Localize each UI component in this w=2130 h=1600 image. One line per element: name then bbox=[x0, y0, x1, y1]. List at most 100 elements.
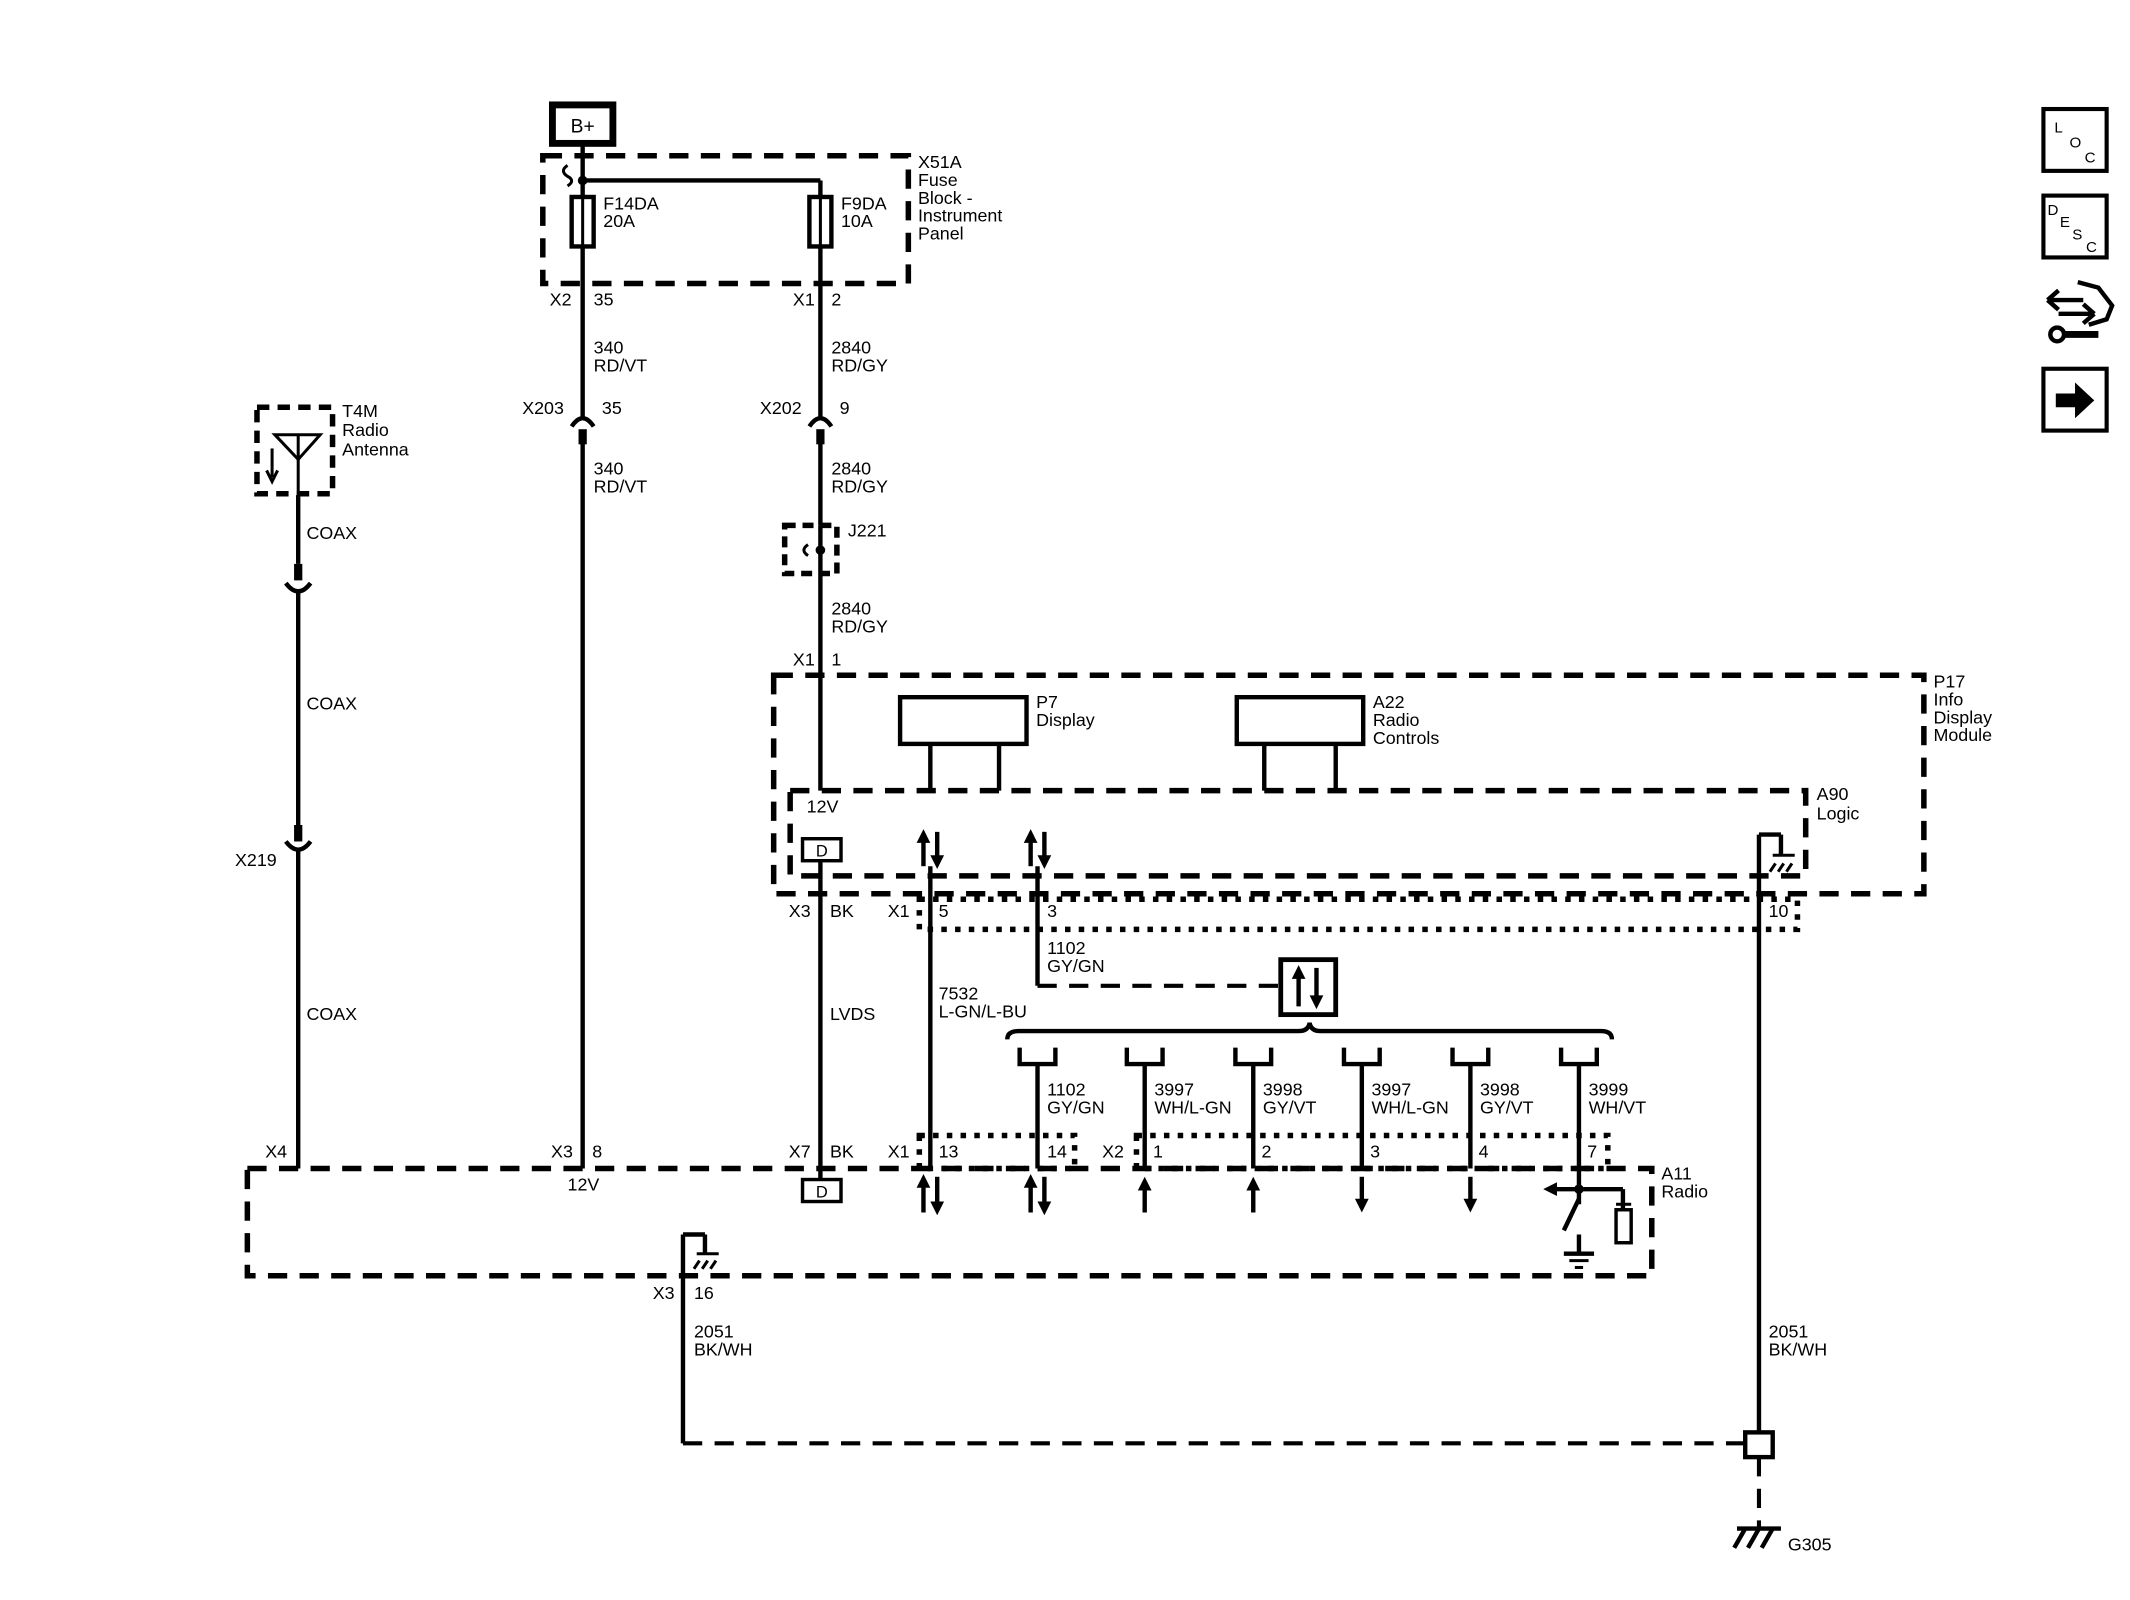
connector-x3-label: X3 bbox=[789, 901, 811, 921]
connector-x2-label: X2 bbox=[1102, 1142, 1124, 1162]
svg-text:35: 35 bbox=[602, 398, 622, 418]
output-arrow-icon bbox=[1463, 1176, 1478, 1213]
info-display-module-label: P17 Info Display Module bbox=[1933, 672, 1992, 746]
svg-text:Radio: Radio bbox=[1373, 710, 1420, 730]
wire-label-1102: 1102 GY/GN bbox=[1047, 938, 1105, 976]
svg-text:L-GN/L-BU: L-GN/L-BU bbox=[939, 1001, 1027, 1021]
svg-text:A90: A90 bbox=[1817, 784, 1849, 804]
pin-label: 16 bbox=[694, 1283, 714, 1303]
svg-text:Module: Module bbox=[1933, 725, 1992, 745]
lvds-label: LVDS bbox=[830, 1004, 875, 1024]
logic-a90-boundary bbox=[787, 787, 1809, 879]
wire-circuit-label: 3999 bbox=[1589, 1080, 1629, 1100]
svg-text:7532: 7532 bbox=[939, 984, 979, 1004]
svg-text:Radio: Radio bbox=[342, 420, 389, 440]
connector-x1-label: X1 bbox=[888, 901, 910, 921]
lvds-port-symbol: D bbox=[800, 1168, 843, 1204]
connector-x2-outline bbox=[1133, 1132, 1611, 1172]
svg-text:X203: X203 bbox=[522, 398, 564, 418]
svg-text:C: C bbox=[2085, 150, 2096, 167]
pin-label: 3 bbox=[1370, 1142, 1380, 1162]
wire-label-2840: 2840 RD/GY bbox=[831, 599, 888, 637]
data-bus-icon bbox=[1278, 957, 1339, 1018]
svg-text:20A: 20A bbox=[603, 211, 635, 231]
wire-circuit-label: 3998 bbox=[1263, 1080, 1303, 1100]
svg-text:F14DA: F14DA bbox=[603, 193, 659, 213]
info-display-module-boundary bbox=[770, 672, 1927, 897]
svg-text:S: S bbox=[2072, 227, 2082, 244]
svg-text:9: 9 bbox=[840, 398, 850, 418]
svg-text:Display: Display bbox=[1036, 710, 1095, 730]
input-arrow-icon bbox=[1246, 1176, 1261, 1213]
pin-label: 2 bbox=[831, 290, 841, 310]
svg-text:B+: B+ bbox=[571, 116, 595, 137]
svg-text:J221: J221 bbox=[848, 520, 887, 540]
fuse-block-label: X51A Fuse Block - Instrument Panel bbox=[918, 152, 1002, 243]
pin-label: 8 bbox=[592, 1142, 602, 1162]
svg-text:P17: P17 bbox=[1933, 672, 1965, 692]
input-arrow-icon bbox=[1137, 1176, 1152, 1213]
connector-x219-label: X219 bbox=[235, 850, 277, 870]
svg-text:D: D bbox=[2048, 202, 2059, 219]
svg-text:2840: 2840 bbox=[831, 459, 871, 479]
svg-text:Info: Info bbox=[1933, 689, 1963, 709]
wire-circuit-label: 3998 bbox=[1480, 1080, 1520, 1100]
lvds-port-symbol: D bbox=[800, 837, 843, 880]
svg-text:T4M: T4M bbox=[342, 401, 378, 421]
radio-antenna: T4M Radio Antenna bbox=[254, 401, 409, 497]
svg-text:BK/WH: BK/WH bbox=[694, 1339, 753, 1359]
pin-label: 2 bbox=[1262, 1142, 1272, 1162]
svg-text:BK/WH: BK/WH bbox=[1769, 1339, 1828, 1359]
loc-icon[interactable]: L O C bbox=[2041, 106, 2109, 173]
svg-text:GY/GN: GY/GN bbox=[1047, 956, 1105, 976]
logic-ground-symbol bbox=[1758, 832, 1795, 873]
pin-label: 5 bbox=[939, 901, 949, 921]
pin-label: 1 bbox=[831, 650, 841, 670]
svg-text:L: L bbox=[2054, 119, 2062, 136]
wire-color-label: WH/VT bbox=[1589, 1098, 1647, 1118]
desc-icon[interactable]: D E S C bbox=[2041, 193, 2109, 260]
coax-label: COAX bbox=[306, 694, 357, 714]
svg-text:D: D bbox=[816, 1183, 828, 1201]
ground-splice bbox=[1743, 1430, 1775, 1460]
radio-voltage-label: 12V bbox=[568, 1175, 600, 1195]
wire-circuit-label: 3997 bbox=[1371, 1080, 1411, 1100]
wire-color-label: GY/GN bbox=[1047, 1098, 1105, 1118]
splice-j221: J221 bbox=[781, 520, 887, 577]
svg-text:RD/VT: RD/VT bbox=[594, 476, 648, 496]
radio-controls-a22: A22 Radio Controls bbox=[1234, 692, 1439, 791]
connector-x2-label: X2 bbox=[550, 290, 572, 310]
svg-text:Block -: Block - bbox=[918, 188, 973, 208]
svg-text:2051: 2051 bbox=[694, 1322, 734, 1342]
connector-x4-label: X4 bbox=[265, 1142, 287, 1162]
svg-text:C: C bbox=[2086, 239, 2097, 256]
connector-x3-label: X3 bbox=[653, 1283, 675, 1303]
connector-x1-label: X1 bbox=[793, 650, 815, 670]
pin-label: BK bbox=[830, 901, 854, 921]
connector-x1-outline bbox=[916, 896, 1801, 933]
display-p7: P7 Display bbox=[897, 692, 1095, 791]
svg-text:RD/GY: RD/GY bbox=[831, 617, 888, 637]
wire-label-340: 340 RD/VT bbox=[594, 459, 648, 497]
wire-color-label: GY/VT bbox=[1480, 1098, 1534, 1118]
battery-positive-symbol: B+ bbox=[548, 101, 617, 147]
wire-circuit-label: 1102 bbox=[1047, 1080, 1085, 1100]
pin-label: 35 bbox=[594, 290, 614, 310]
wire-color-label: GY/VT bbox=[1263, 1098, 1317, 1118]
logic-a90-label: A90 Logic bbox=[1817, 784, 1860, 823]
svg-text:340: 340 bbox=[594, 459, 624, 479]
svg-text:Antenna: Antenna bbox=[342, 439, 409, 459]
next-page-icon[interactable] bbox=[2041, 366, 2109, 433]
svg-text:340: 340 bbox=[594, 338, 624, 358]
wire-color-label: WH/L-GN bbox=[1154, 1098, 1231, 1118]
radio-a11-label: A11 Radio bbox=[1661, 1164, 1708, 1202]
bidirectional-arrows-icon bbox=[916, 1174, 945, 1216]
switch-pullup-symbol bbox=[1543, 1168, 1633, 1269]
connector-repair-icon[interactable] bbox=[2046, 280, 2115, 344]
svg-text:Panel: Panel bbox=[918, 224, 964, 244]
logic-voltage-label: 12V bbox=[807, 797, 839, 817]
